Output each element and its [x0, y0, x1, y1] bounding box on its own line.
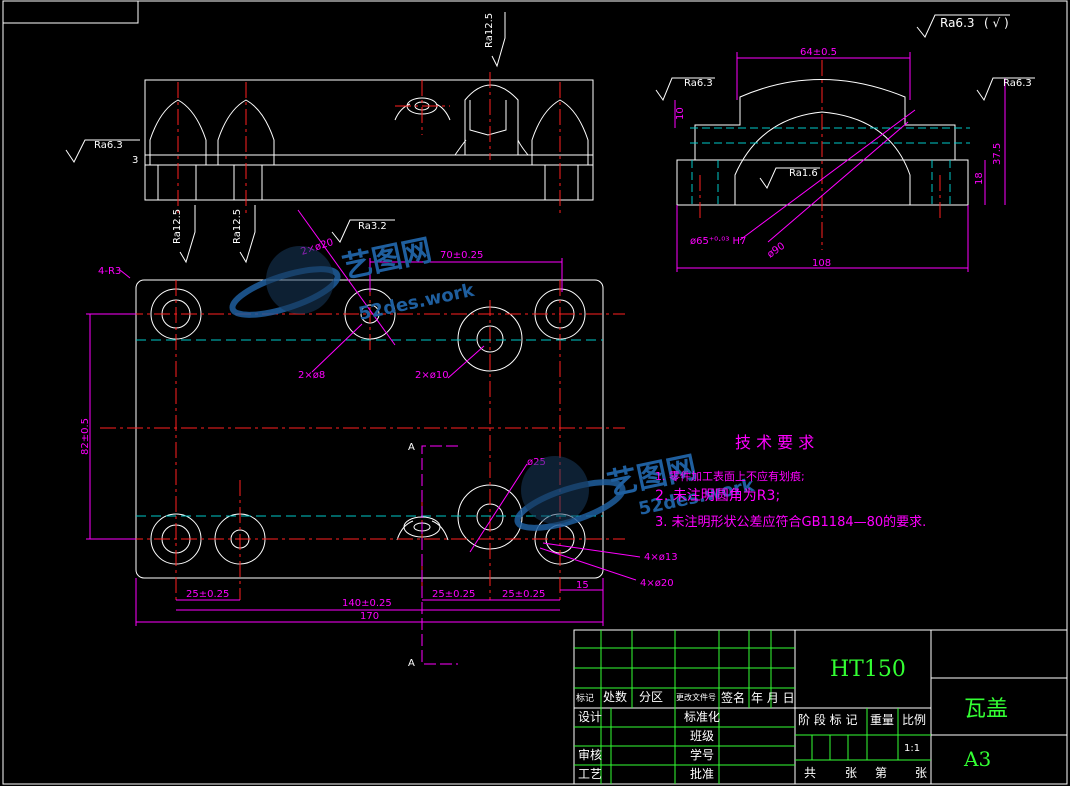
tb-stage: 阶 段 标 记	[798, 712, 857, 727]
ra-front-mid: Ra12.5	[484, 13, 495, 48]
tb-h-count: 处数	[603, 689, 627, 704]
tb-no: 第	[875, 766, 887, 780]
ra-front-left-dim: 3	[132, 155, 138, 166]
title-block	[573, 629, 1068, 785]
side-width-top: 64±0.5	[800, 47, 837, 58]
dim-170: 170	[360, 611, 379, 622]
tb-sheet: 张	[915, 766, 927, 780]
tb-weight: 重量	[870, 713, 894, 727]
plan-view	[135, 279, 604, 579]
tb-total: 共	[804, 766, 816, 780]
tb-check: 审核	[578, 747, 602, 762]
tb-size: A3	[963, 747, 991, 771]
tb-h-doc: 更改文件号	[676, 692, 716, 702]
ra-front-left: Ra6.3	[94, 140, 123, 151]
side-height-mid: 18	[974, 172, 985, 185]
side-bore: ø65⁺⁰·⁰³ H7	[690, 236, 746, 247]
dim-15: 15	[576, 580, 589, 591]
plan-hole13: 4×ø13	[644, 552, 678, 563]
notes-title: 技 术 要 求	[735, 433, 814, 452]
roughness-symbols	[65, 12, 1035, 264]
tb-class: 班级	[690, 729, 714, 743]
ra-leg-right: Ra12.5	[232, 209, 243, 244]
plan-hole10: 2×ø10	[415, 370, 449, 381]
plan-top-dim: 70±0.25	[440, 250, 483, 261]
side-arc: ø90	[765, 241, 787, 261]
section-line	[421, 445, 458, 665]
side-view	[676, 79, 969, 206]
tb-part-name: 瓦盖	[964, 697, 1008, 722]
side-dimensions	[674, 52, 1006, 272]
tb-scale: 1:1	[904, 743, 920, 754]
tb-craft: 工艺	[578, 767, 602, 781]
plan-hole20: 4×ø20	[640, 578, 674, 589]
side-height-small: 10	[675, 107, 686, 120]
tb-h-sign: 签名	[721, 690, 745, 705]
section-label-top: A	[408, 442, 415, 453]
tb-h-zone: 分区	[639, 690, 663, 704]
tb-std: 标准化	[684, 710, 720, 724]
ra-side-left: Ra6.3	[684, 78, 713, 89]
ra-leg-left: Ra12.5	[172, 209, 183, 244]
notes-line-1: 1. 零件加工表面上不应有划痕;	[655, 469, 805, 483]
ra-side-inner: Ra1.6	[789, 168, 818, 179]
side-centerlines	[699, 60, 941, 250]
front-view	[144, 79, 594, 201]
corner-box	[2, 0, 139, 24]
notes-line-2: 2. 未注明圆角为R3;	[655, 488, 780, 504]
ra-side-right: Ra6.3	[1003, 78, 1032, 89]
notes-line-3: 3. 未注明形状公差应符合GB1184—80的要求.	[655, 514, 926, 530]
side-hidden-lines	[690, 127, 970, 205]
plan-corner: 4-R3	[98, 266, 121, 277]
ra-top-right: Ra6.3	[940, 16, 975, 30]
plan-height: 82±0.5	[80, 418, 91, 455]
front-centerlines	[177, 72, 561, 215]
dim-25a: 25±0.25	[186, 589, 229, 600]
side-width: 108	[812, 258, 831, 269]
section-label-bottom: A	[408, 658, 415, 669]
plan-dimensions	[86, 209, 641, 626]
tb-approve: 批准	[690, 766, 714, 781]
ra-plan-hole: Ra3.2	[358, 221, 387, 232]
dim-25c: 25±0.25	[502, 589, 545, 600]
tb-num: 学号	[690, 747, 714, 762]
plan-hole8: 2×ø8	[298, 370, 325, 381]
tb-h-date: 年 月 日	[751, 691, 795, 705]
watermark-url-1: 52des.work	[357, 280, 477, 325]
watermark-logo	[229, 246, 626, 531]
tb-design: 设计	[578, 710, 602, 724]
watermark-name-1: 艺图网	[339, 233, 434, 286]
tb-ratio: 比例	[902, 713, 926, 727]
tb-sheets: 张	[845, 766, 857, 780]
plan-hidden-lines	[136, 339, 603, 517]
ra-top-right-suffix: ( √ )	[984, 16, 1009, 30]
tb-h-mark: 标记	[576, 692, 594, 704]
side-height-total: 37.5	[992, 143, 1003, 165]
dim-25b: 25±0.25	[432, 589, 475, 600]
tb-material: HT150	[830, 657, 906, 682]
dim-140: 140±0.25	[342, 598, 392, 609]
